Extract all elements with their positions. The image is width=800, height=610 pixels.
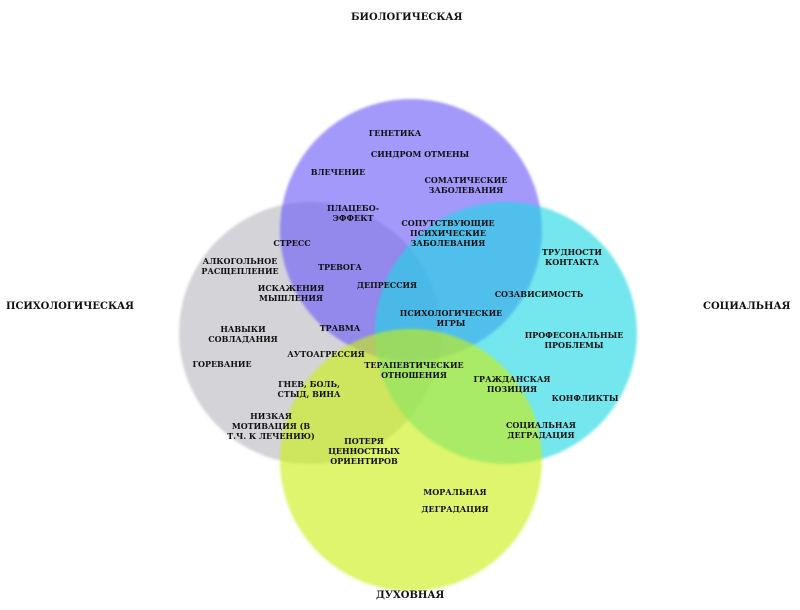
term-coping-skills: НАВЫКИ СОВЛАДАНИЯ [208,324,278,344]
term-depression: ДЕПРЕССИЯ [356,280,418,290]
term-degradation: ДЕГРАДАЦИЯ [421,504,489,514]
label-spiritual: ДУХОВНАЯ [376,590,445,601]
term-professional-problems: ПРОФЕСОНАЛЬНЫЕ ПРОБЛЕМЫ [524,330,624,350]
term-grieving: ГОРЕВАНИЕ [192,359,252,369]
term-psychological-games: ПСИХОЛОГИЧЕСКИЕ ИГРЫ [399,308,503,328]
term-cognitive-distortions: ИСКАЖЕНИЯ МЫШЛЕНИЯ [257,283,325,303]
term-codependency: СОЗАВИСИМОСТЬ [494,289,584,299]
term-genetics: ГЕНЕТИКА [368,128,422,138]
term-placebo-effect: ПЛАЦЕБО- ЭФФЕКТ [326,203,380,223]
term-stress: СТРЕСС [273,238,311,248]
term-conflicts: КОНФЛИКТЫ [551,393,619,403]
term-comorbid-mental-disorders: СОПУТСТВУЮЩИЕ ПСИХИЧЕСКИЕ ЗАБОЛЕВАНИЯ [401,218,495,248]
spiritual-circle [280,329,542,591]
term-craving: ВЛЕЧЕНИЕ [310,167,366,177]
term-loss-of-value-orientations: ПОТЕРЯ ЦЕННОСТНЫХ ОРИЕНТИРОВ [328,436,400,466]
term-contact-difficulties: ТРУДНОСТИ КОНТАКТА [542,247,602,267]
term-alcoholic-splitting: АЛКОГОЛЬНОЕ РАСЩЕПЛЕНИЕ [201,256,279,276]
term-withdrawal-syndrome: СИНДРОМ ОТМЕНЫ [370,149,470,159]
term-trauma: ТРАВМА [319,323,361,333]
term-social-degradation: СОЦИАЛЬНАЯ ДЕГРАДАЦИЯ [506,420,576,440]
term-somatic-diseases: СОМАТИЧЕСКИЕ ЗАБОЛЕВАНИЯ [424,175,508,195]
term-civic-position: ГРАЖДАНСКАЯ ПОЗИЦИЯ [473,374,551,394]
term-anger-pain-shame-guilt: ГНЕВ, БОЛЬ, СТЫД, ВИНА [277,379,341,399]
label-psychological: ПСИХОЛОГИЧЕСКАЯ [6,301,134,312]
term-moral: МОРАЛЬНАЯ [423,487,487,497]
label-social: СОЦИАЛЬНАЯ [703,301,791,312]
label-biological: БИОЛОГИЧЕСКАЯ [351,12,463,23]
term-low-motivation: НИЗКАЯ МОТИВАЦИЯ (В Т.Ч. К ЛЕЧЕНИЮ) [227,411,315,441]
term-autoaggression: АУТОАГРЕССИЯ [287,349,365,359]
term-anxiety: ТРЕВОГА [318,262,362,272]
term-therapeutic-relationship: ТЕРАПЕВТИЧЕСКИЕ ОТНОШЕНИЯ [364,360,464,380]
